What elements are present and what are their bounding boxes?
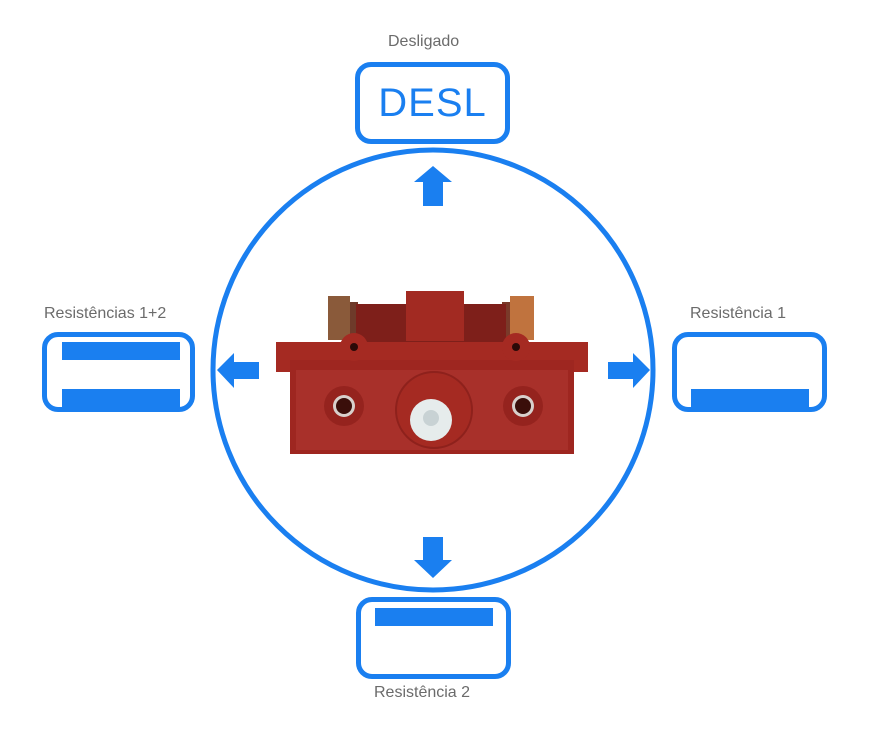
- position-resistance-2-symbol: [356, 597, 511, 679]
- position-label-resistance-2: Resistência 2: [374, 684, 471, 701]
- arrow-left-icon: [217, 353, 259, 388]
- position-resistance-1-symbol: [672, 332, 827, 412]
- position-label-resistance-1: Resistência 1: [690, 305, 787, 322]
- position-label-off: Desligado: [388, 33, 460, 50]
- resistance-bar-top: [62, 342, 180, 360]
- resistance-bar-top: [375, 608, 493, 626]
- off-symbol-text: DESL: [378, 81, 487, 125]
- selector-ring: [210, 147, 656, 593]
- arrow-up-icon: [414, 166, 452, 206]
- arrow-down-icon: [414, 537, 452, 578]
- resistance-bar-bottom: [62, 389, 180, 407]
- rotary-switch-image: [276, 291, 588, 454]
- position-label-both-resistances: Resistências 1+2: [44, 305, 167, 322]
- resistance-bar-bottom: [691, 389, 809, 407]
- arrow-right-icon: [608, 353, 650, 388]
- position-off-symbol: DESL: [355, 62, 510, 144]
- position-both-resistances-symbol: [42, 332, 195, 412]
